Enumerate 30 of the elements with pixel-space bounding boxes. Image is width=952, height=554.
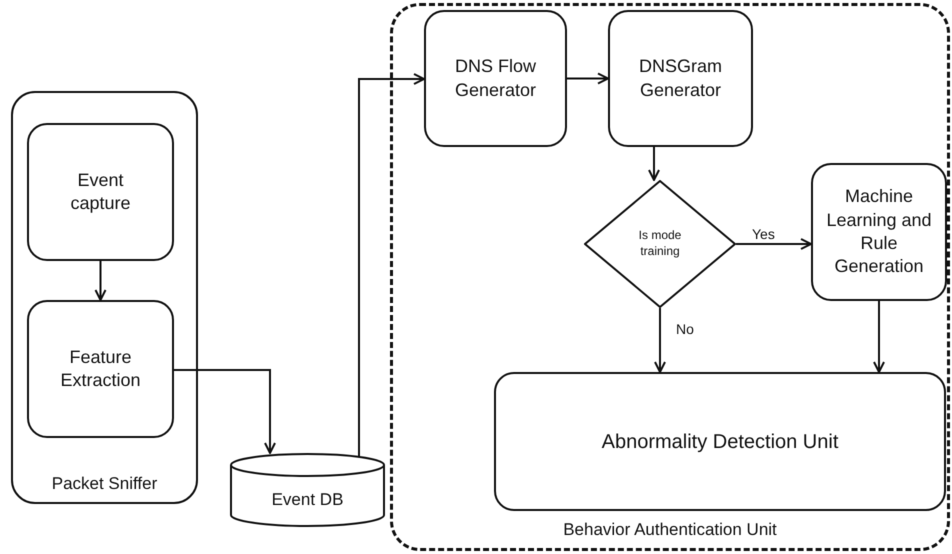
arrow xyxy=(358,73,425,456)
box-label: Is mode training xyxy=(638,228,682,260)
box-label: DNSGram Generator xyxy=(638,55,723,102)
edge-label: No xyxy=(676,321,694,337)
arrow xyxy=(654,308,666,373)
group-container xyxy=(11,91,198,504)
box-label: Event capture xyxy=(69,168,132,215)
box-label: Abnormality Detection Unit xyxy=(600,430,840,454)
decision-diamond xyxy=(584,180,736,308)
box-label: Feature Extraction xyxy=(59,346,142,392)
arrow xyxy=(873,301,885,373)
process-box xyxy=(608,10,753,147)
process-box xyxy=(27,123,174,261)
process-box xyxy=(424,10,567,147)
arrow xyxy=(736,238,812,250)
arrow xyxy=(567,72,609,84)
box-label: DNS Flow Generator xyxy=(454,55,538,102)
box-label: Event DB xyxy=(272,488,344,511)
process-box xyxy=(27,300,174,438)
arrow xyxy=(648,147,660,181)
box-label: Machine Learning and Rule Generation xyxy=(825,185,933,278)
arrow xyxy=(174,369,276,454)
dashed-group-container xyxy=(390,3,950,551)
arrow xyxy=(94,261,106,301)
edge-label: Yes xyxy=(752,226,775,242)
database-cylinder xyxy=(230,453,385,527)
process-box xyxy=(811,163,947,301)
group-label: Behavior Authentication Unit xyxy=(562,520,778,540)
group-label: Packet Sniffer xyxy=(50,474,158,494)
process-box xyxy=(494,372,946,511)
